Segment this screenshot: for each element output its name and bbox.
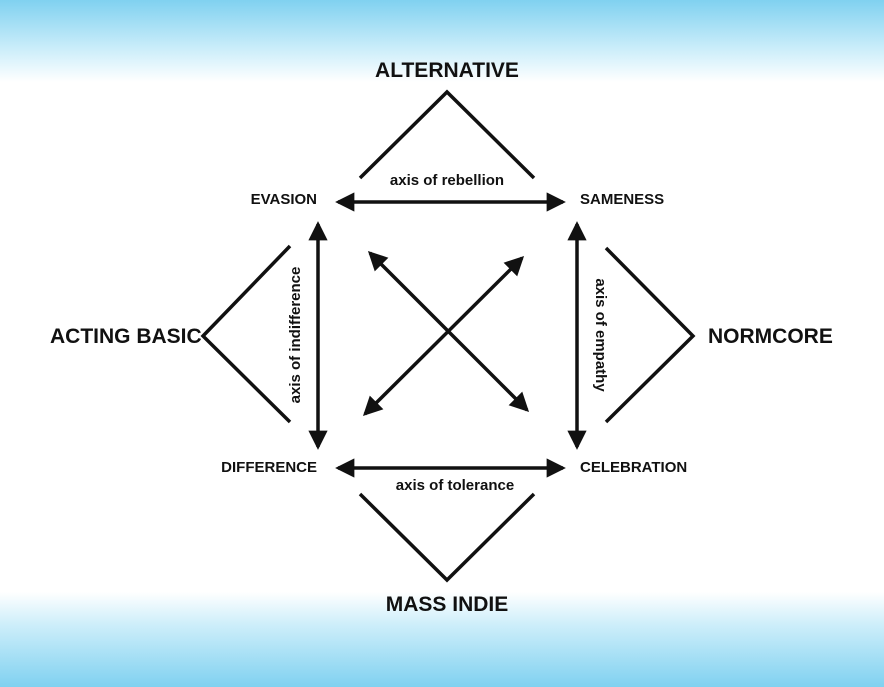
corner-bottom-left-label: DIFFERENCE	[221, 459, 317, 476]
pole-top-label: ALTERNATIVE	[375, 59, 519, 82]
axis-left-label: axis of indifference	[287, 267, 304, 404]
triangle-bottom	[358, 492, 536, 583]
axis-bottom-label: axis of tolerance	[396, 477, 514, 494]
axis-right-label: axis of empathy	[592, 278, 609, 392]
pole-bottom-label: MASS INDIE	[386, 593, 509, 616]
arrow-diagonal-sameness-difference	[362, 255, 525, 417]
triangle-right	[604, 246, 696, 424]
triangle-top	[358, 89, 536, 180]
corner-top-right-label: SAMENESS	[580, 191, 664, 208]
pole-right-label: NORMCORE	[708, 325, 833, 348]
corner-top-left-label: EVASION	[251, 191, 317, 208]
axis-top-label: axis of rebellion	[390, 172, 504, 189]
corner-bottom-right-label: CELEBRATION	[580, 459, 687, 476]
triangle-left	[200, 244, 292, 424]
pole-left-label: ACTING BASIC	[50, 325, 202, 348]
